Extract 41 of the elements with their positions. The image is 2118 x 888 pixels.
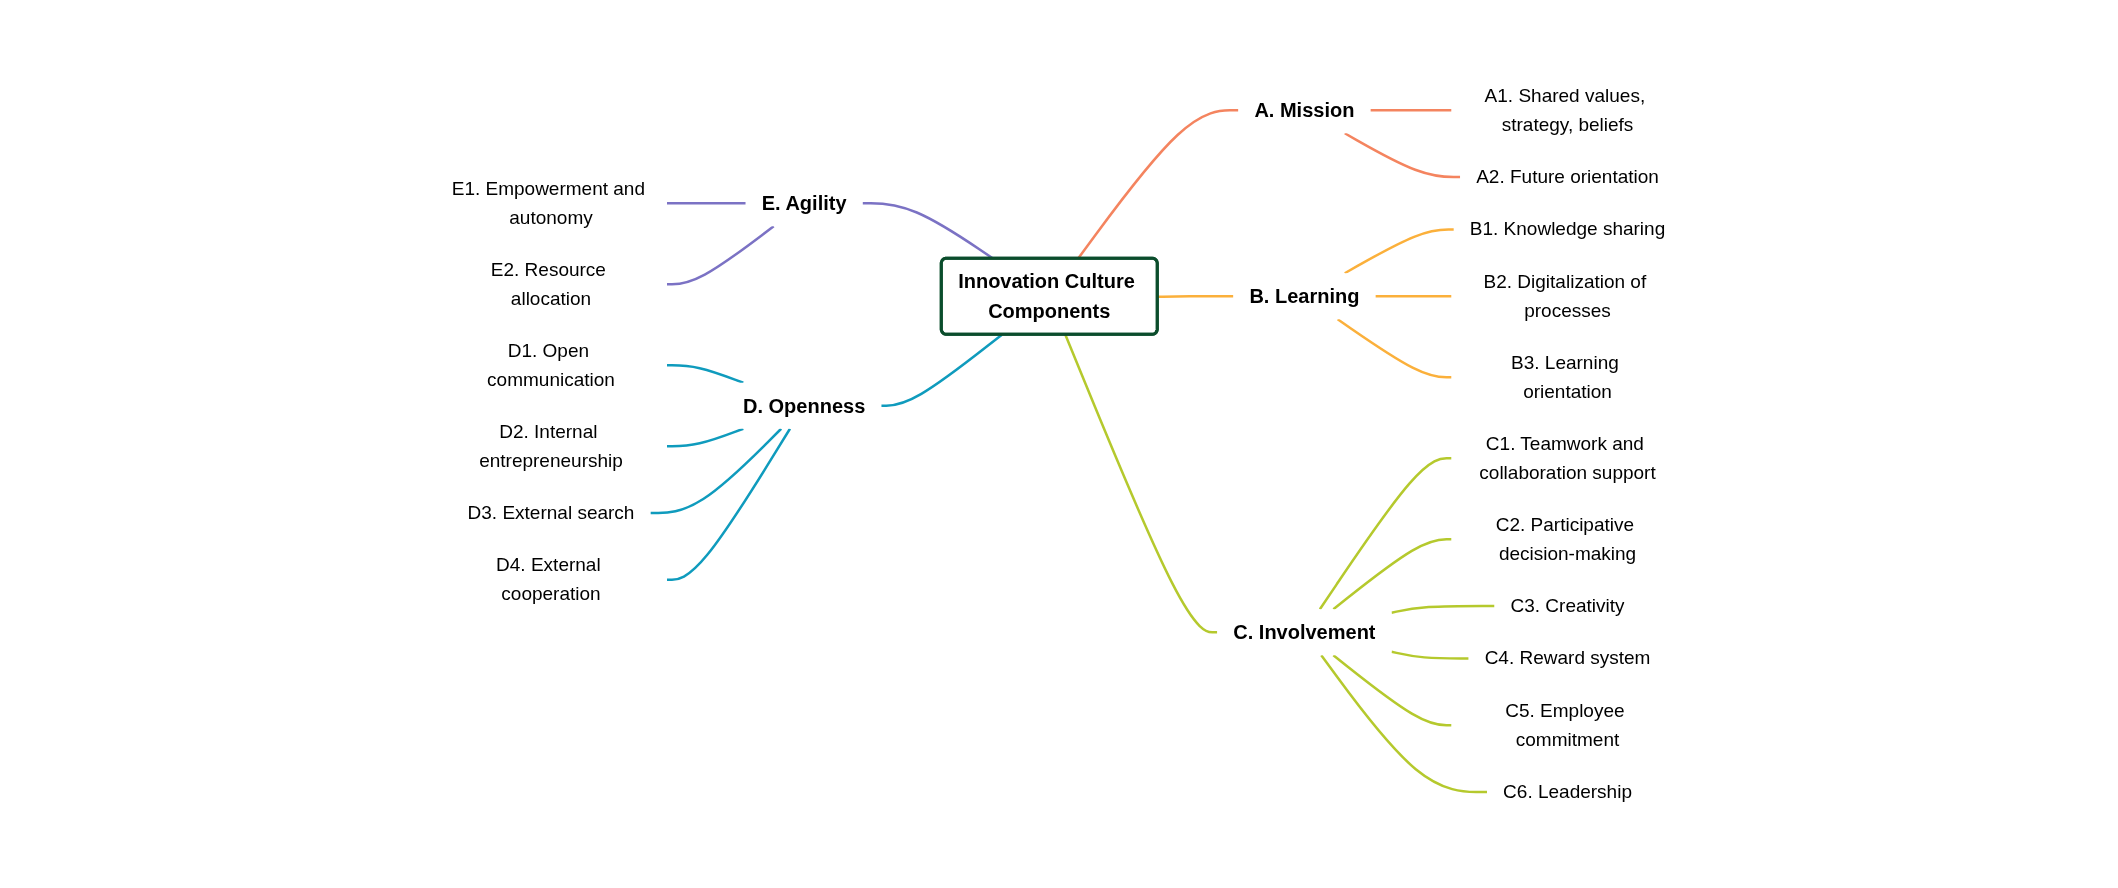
node-text: A1. Shared values, strategy, beliefs — [1484, 84, 1645, 135]
connector — [666, 427, 744, 448]
connector — [666, 428, 791, 581]
node-text: E2. Resource allocation — [490, 258, 606, 309]
node-text: C3. Creativity — [1510, 594, 1625, 616]
node-text: C. Involvement — [1233, 621, 1376, 644]
connector — [666, 225, 775, 286]
node-text: A2. Future orientation — [1475, 165, 1659, 187]
connector — [1391, 650, 1469, 660]
node-text: B3. Learning orientation — [1510, 351, 1619, 402]
node-text: D2. Internal entrepreneurship — [478, 420, 623, 471]
connector — [1375, 295, 1452, 298]
node-text: C5. Employee commitment — [1504, 699, 1625, 750]
connector — [1391, 604, 1495, 614]
node-text: E. Agility — [761, 192, 847, 215]
node-text: C6. Leadership — [1502, 780, 1632, 802]
node-text: D4. External cooperation — [495, 554, 601, 604]
connector — [1332, 654, 1452, 727]
node-text: B. Learning — [1249, 285, 1360, 308]
node-text: D3. External search — [467, 501, 635, 523]
connector — [1157, 295, 1234, 298]
node-text: D. Openness — [742, 394, 865, 417]
connector — [666, 202, 746, 205]
node-text: C2. Participative decision-making — [1495, 513, 1636, 564]
connector — [1336, 318, 1452, 379]
connector — [1318, 457, 1452, 610]
connector — [650, 427, 782, 515]
node-text: A. Mission — [1254, 99, 1355, 122]
node-text: B2. Digitalization of processes — [1483, 270, 1646, 321]
node-text: C4. Reward system — [1484, 647, 1651, 669]
node-text: D1. Open communication — [486, 339, 615, 390]
connector — [1332, 538, 1452, 611]
node-text: E1. Empowerment and autonomy — [451, 177, 645, 228]
connector — [1063, 334, 1217, 634]
node-text: B1. Knowledge sharing — [1469, 218, 1665, 240]
connector — [1343, 132, 1460, 179]
connector — [666, 364, 744, 384]
connector — [1320, 654, 1487, 794]
node-text: C1. Teamwork and collaboration support — [1479, 432, 1656, 483]
connector — [1343, 228, 1454, 275]
connector — [1370, 109, 1452, 112]
